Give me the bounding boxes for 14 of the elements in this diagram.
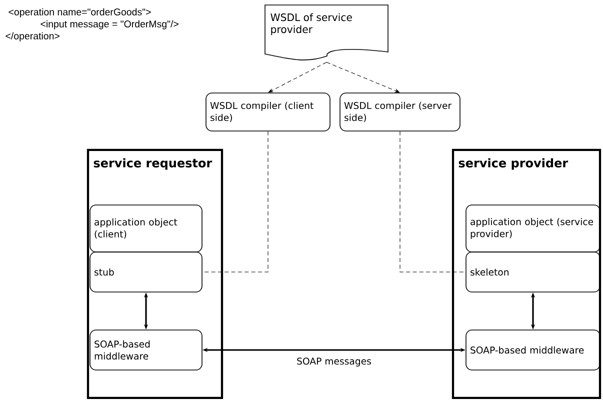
process-box: SOAP-based middleware — [90, 330, 202, 370]
code-line: </operation> — [6, 32, 60, 42]
arrow — [326, 62, 400, 93]
process-box: application object (client) — [90, 204, 202, 252]
arrow — [268, 62, 327, 93]
process-box: skeleton — [466, 252, 600, 292]
code-line: <operation name="orderGoods"> — [8, 8, 151, 18]
edge-label: SOAP messages — [295, 356, 373, 368]
code-line: <input message = "OrderMsg"/> — [40, 20, 178, 30]
process-box: WSDL compiler (server side) — [340, 92, 460, 132]
process-box: SOAP-based middleware — [466, 330, 600, 370]
process-box: WSDL compiler (client side) — [206, 92, 330, 132]
process-box: stub — [90, 252, 202, 292]
process-box: application object (service provider) — [466, 204, 600, 252]
